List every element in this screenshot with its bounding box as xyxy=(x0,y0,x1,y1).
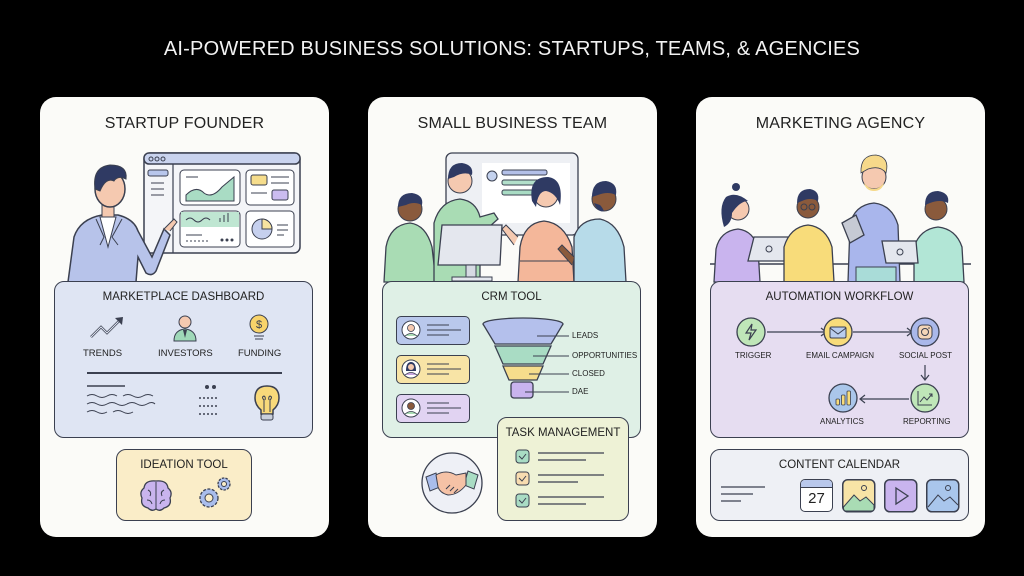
panel-title: CRM TOOL xyxy=(481,291,542,303)
reporting-label: REPORTING xyxy=(903,417,951,426)
analytics-label: ANALYTICS xyxy=(820,417,864,426)
funnel-leads-label: LEADS xyxy=(572,331,599,340)
task-checklist xyxy=(515,449,604,508)
lightning-icon[interactable] xyxy=(736,317,766,347)
workflow-arrows xyxy=(767,327,930,404)
founder-illustration xyxy=(67,152,301,283)
startup-founder-card: STARTUP FOUNDER xyxy=(40,97,329,537)
sales-funnel-icon xyxy=(482,317,569,399)
task-management-panel: TASK MANAGEMENT xyxy=(497,417,629,521)
text-lines-icon xyxy=(427,402,461,414)
investors-label: INVESTORS xyxy=(158,348,213,359)
crm-tool-panel: CRM TOOL xyxy=(382,281,641,438)
agency-illustration xyxy=(710,154,971,283)
ideation-tool-panel[interactable]: IDEATION TOOL xyxy=(116,449,252,521)
panel-title: IDEATION TOOL xyxy=(140,459,228,471)
panel-title: CONTENT CALENDAR xyxy=(778,459,901,471)
funnel-dae-label: DAE xyxy=(572,387,589,396)
main-title: AI-POWERED BUSINESS SOLUTIONS: STARTUPS,… xyxy=(163,38,861,60)
panel-title: TASK MANAGEMENT xyxy=(505,427,621,439)
text-lines-icon xyxy=(427,363,461,375)
line-chart-icon[interactable] xyxy=(910,383,940,413)
team-illustration xyxy=(383,152,627,283)
panel-title: AUTOMATION WORKFLOW xyxy=(765,291,914,303)
avatar-icon xyxy=(401,398,421,418)
content-calendar-panel: CONTENT CALENDAR 27 xyxy=(710,449,969,521)
calendar-icon[interactable]: 27 xyxy=(800,479,833,512)
image-icon[interactable] xyxy=(926,479,960,513)
email-campaign-label: EMAIL CAMPAIGN xyxy=(806,351,875,360)
dollar-coin-icon: $ xyxy=(249,314,269,340)
contact-card[interactable] xyxy=(396,316,470,345)
panel-title: MARKETPLACE DASHBOARD xyxy=(102,291,265,303)
marketing-agency-card: MARKETING AGENCY AUTOMATION WORKFLOW xyxy=(696,97,985,537)
funnel-opportunities-label: OPPORTUNITIES xyxy=(572,351,638,360)
video-play-icon[interactable] xyxy=(884,479,918,513)
social-post-label: SOCIAL POST xyxy=(899,351,953,360)
card-title: SMALL BUSINESS TEAM xyxy=(417,115,608,132)
trigger-label: TRIGGER xyxy=(735,351,772,360)
avatar-icon xyxy=(401,320,421,340)
lightbulb-icon xyxy=(254,385,280,421)
svg-text:$: $ xyxy=(256,319,262,331)
divider xyxy=(87,372,282,374)
gears-icon xyxy=(199,477,231,508)
trends-label: TRENDS xyxy=(83,348,123,359)
text-lines-icon xyxy=(721,486,765,502)
small-business-team-card: SMALL BUSINESS TEAM CRM TOO xyxy=(368,97,657,537)
image-icon[interactable] xyxy=(842,479,876,513)
card-title: MARKETING AGENCY xyxy=(755,115,926,132)
marketplace-dashboard-panel: MARKETPLACE DASHBOARD TRENDS INVESTORS $… xyxy=(54,281,313,438)
automation-workflow-panel: AUTOMATION WORKFLOW TRIGGER EMAIL CAMPAI… xyxy=(710,281,969,438)
funnel-closed-label: CLOSED xyxy=(572,369,605,378)
card-title: STARTUP FOUNDER xyxy=(104,115,265,132)
bar-chart-icon[interactable] xyxy=(828,383,858,413)
contact-card[interactable] xyxy=(396,394,470,423)
trend-arrow-icon xyxy=(90,317,123,338)
text-lines-graphic xyxy=(86,385,156,414)
handshake-icon xyxy=(421,452,483,514)
avatar-icon xyxy=(401,359,421,379)
instagram-icon[interactable] xyxy=(910,317,940,347)
dots-graphic xyxy=(199,385,219,415)
funding-label: FUNDING xyxy=(238,348,282,359)
investor-icon xyxy=(173,315,197,342)
text-lines-icon xyxy=(427,324,461,336)
calendar-date: 27 xyxy=(808,490,825,507)
contact-card[interactable] xyxy=(396,355,470,384)
envelope-icon[interactable] xyxy=(823,317,853,347)
brain-icon xyxy=(140,480,172,511)
